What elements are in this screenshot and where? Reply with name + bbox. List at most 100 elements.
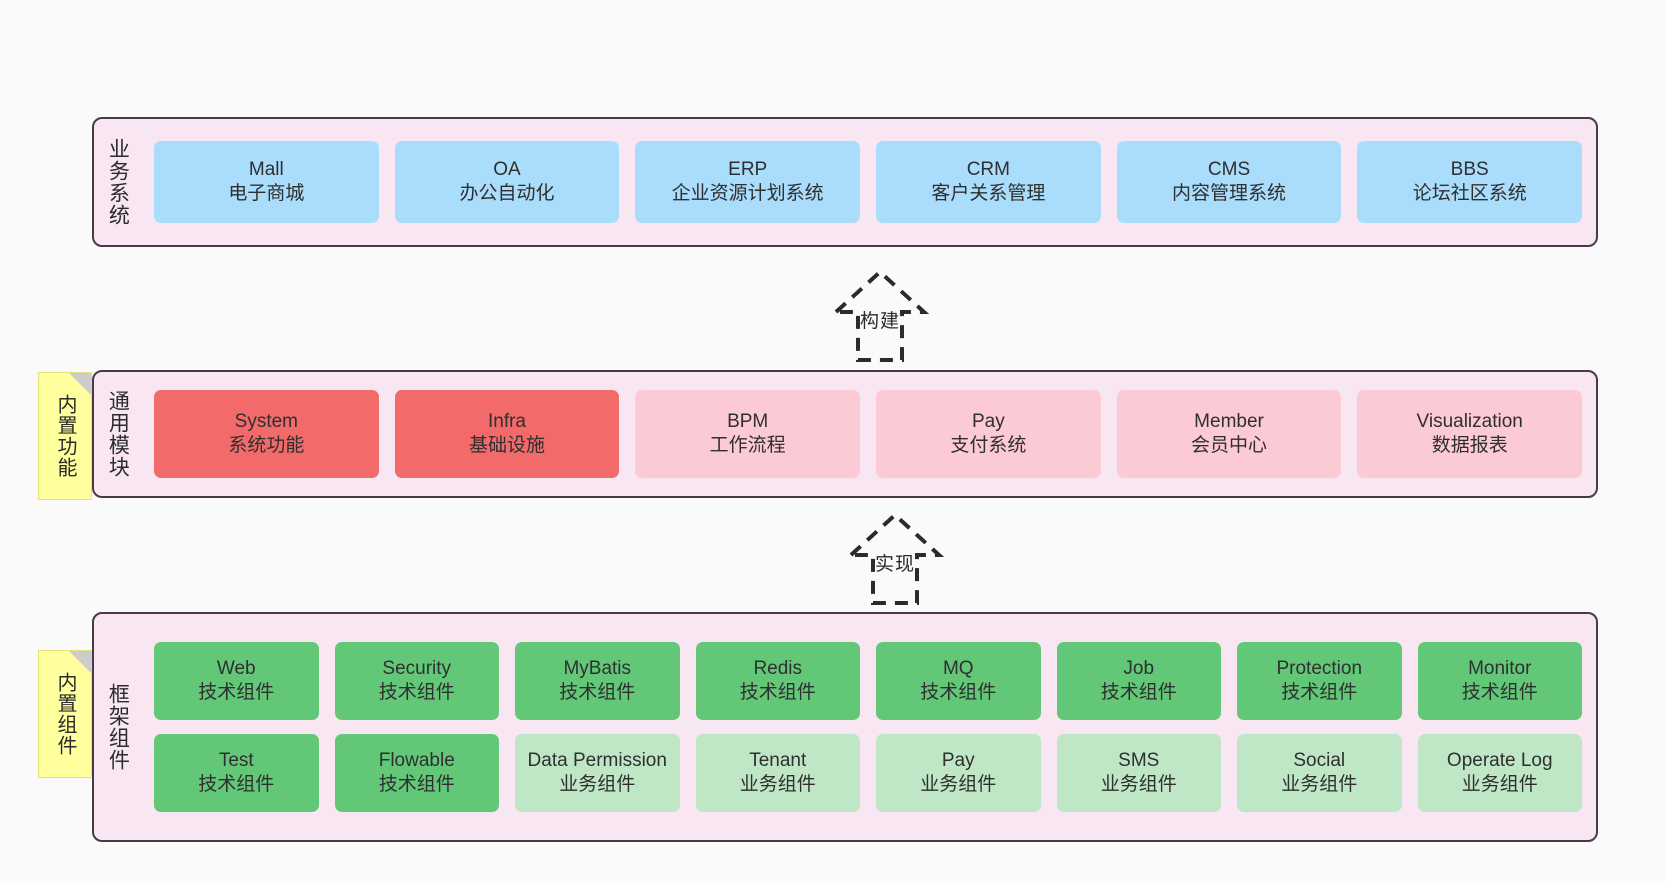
card-title: Visualization xyxy=(1416,411,1523,433)
card-subtitle: 技术组件 xyxy=(739,682,816,703)
layer-business-systems: 业务系统 Mall 电子商城 OA 办公自动化 ERP 企业资源计划系统 CRM… xyxy=(92,117,1598,247)
card-bpm[interactable]: BPM 工作流程 xyxy=(635,390,861,478)
card-subtitle: 客户关系管理 xyxy=(931,183,1046,204)
card-subtitle: 技术组件 xyxy=(559,682,636,703)
card-subtitle: 业务组件 xyxy=(1461,774,1538,795)
card-flowable[interactable]: Flowable 技术组件 xyxy=(334,734,499,812)
card-title: BBS xyxy=(1450,159,1489,181)
card-subtitle: 论坛社区系统 xyxy=(1412,183,1527,204)
framework-row-technical: Web 技术组件 Security 技术组件 MyBatis 技术组件 Redi… xyxy=(154,642,1582,720)
card-subtitle: 业务组件 xyxy=(1281,774,1358,795)
card-member[interactable]: Member 会员中心 xyxy=(1116,390,1342,478)
connector-implement: 实现 xyxy=(805,505,985,609)
card-title: Mall xyxy=(248,159,284,181)
card-subtitle: 技术组件 xyxy=(198,774,275,795)
card-erp[interactable]: ERP 企业资源计划系统 xyxy=(635,141,861,223)
card-test[interactable]: Test 技术组件 xyxy=(154,734,319,812)
layer-framework-components: 框架组件 Web 技术组件 Security 技术组件 MyBatis 技术组件… xyxy=(92,612,1598,842)
dashed-arrow-up-icon xyxy=(845,512,945,605)
card-subtitle: 企业资源计划系统 xyxy=(671,183,824,204)
card-subtitle: 技术组件 xyxy=(920,682,997,703)
card-subtitle: 技术组件 xyxy=(198,682,275,703)
card-mq[interactable]: MQ 技术组件 xyxy=(876,642,1041,720)
card-sms[interactable]: SMS 业务组件 xyxy=(1056,734,1221,812)
card-title: Operate Log xyxy=(1446,750,1553,772)
layer-modules-cards: System 系统功能 Infra 基础设施 BPM 工作流程 Pay 支付系统… xyxy=(140,372,1596,496)
layer-modules-title: 通用模块 xyxy=(106,390,130,478)
card-oa[interactable]: OA 办公自动化 xyxy=(394,141,620,223)
card-title: CMS xyxy=(1207,159,1251,181)
card-title: Protection xyxy=(1276,658,1363,680)
card-subtitle: 数据报表 xyxy=(1431,435,1508,456)
card-crm[interactable]: CRM 客户关系管理 xyxy=(876,141,1101,223)
dashed-arrow-up-icon xyxy=(830,269,930,362)
card-web[interactable]: Web 技术组件 xyxy=(154,642,319,720)
card-title: Flowable xyxy=(378,750,455,772)
card-title: CRM xyxy=(966,159,1010,181)
card-title: SMS xyxy=(1118,750,1160,772)
framework-row-business: Test 技术组件 Flowable 技术组件 Data Permission … xyxy=(154,734,1582,812)
card-subtitle: 支付系统 xyxy=(950,435,1027,456)
card-security[interactable]: Security 技术组件 xyxy=(334,642,499,720)
layer-framework-title: 框架组件 xyxy=(106,683,130,771)
card-subtitle: 会员中心 xyxy=(1191,435,1268,456)
card-title: ERP xyxy=(728,159,768,181)
connector-build: 构建 xyxy=(790,262,970,366)
card-subtitle: 技术组件 xyxy=(1281,682,1358,703)
card-cms[interactable]: CMS 内容管理系统 xyxy=(1116,141,1342,223)
card-title: Infra xyxy=(487,411,527,433)
card-title: Tenant xyxy=(749,750,807,772)
card-subtitle: 基础设施 xyxy=(469,435,546,456)
sticky-label: 内置组件 xyxy=(54,672,76,756)
card-system[interactable]: System 系统功能 xyxy=(154,390,379,478)
card-pay-module[interactable]: Pay 支付系统 xyxy=(876,390,1101,478)
card-operate-log[interactable]: Operate Log 业务组件 xyxy=(1417,734,1582,812)
card-bbs[interactable]: BBS 论坛社区系统 xyxy=(1357,141,1583,223)
card-title: Social xyxy=(1293,750,1346,772)
card-subtitle: 业务组件 xyxy=(559,774,636,795)
card-subtitle: 电子商城 xyxy=(228,183,305,204)
card-title: OA xyxy=(493,159,521,181)
card-protection[interactable]: Protection 技术组件 xyxy=(1237,642,1402,720)
card-pay-component[interactable]: Pay 业务组件 xyxy=(876,734,1041,812)
card-visualization[interactable]: Visualization 数据报表 xyxy=(1357,390,1583,478)
card-monitor[interactable]: Monitor 技术组件 xyxy=(1417,642,1582,720)
card-social[interactable]: Social 业务组件 xyxy=(1237,734,1402,812)
card-subtitle: 业务组件 xyxy=(1100,774,1177,795)
card-title: Pay xyxy=(941,750,975,772)
layer-common-modules: 通用模块 System 系统功能 Infra 基础设施 BPM 工作流程 Pay… xyxy=(92,370,1598,498)
card-title: Test xyxy=(218,750,254,772)
card-subtitle: 系统功能 xyxy=(228,435,305,456)
card-title: Data Permission xyxy=(527,750,667,772)
card-subtitle: 工作流程 xyxy=(709,435,786,456)
card-mybatis[interactable]: MyBatis 技术组件 xyxy=(515,642,680,720)
card-title: Monitor xyxy=(1468,658,1532,680)
layer-business-title: 业务系统 xyxy=(106,138,130,226)
card-subtitle: 技术组件 xyxy=(378,682,455,703)
connector-implement-label: 实现 xyxy=(874,554,915,575)
card-title: MQ xyxy=(942,658,974,680)
card-redis[interactable]: Redis 技术组件 xyxy=(695,642,860,720)
card-title: Security xyxy=(382,658,452,680)
card-subtitle: 技术组件 xyxy=(1100,682,1177,703)
card-subtitle: 业务组件 xyxy=(920,774,997,795)
card-title: BPM xyxy=(727,411,769,433)
connector-build-label: 构建 xyxy=(859,311,900,332)
card-tenant[interactable]: Tenant 业务组件 xyxy=(695,734,860,812)
card-mall[interactable]: Mall 电子商城 xyxy=(154,141,379,223)
sticky-note-builtin-features: 内置功能 xyxy=(38,372,92,500)
card-job[interactable]: Job 技术组件 xyxy=(1056,642,1221,720)
card-title: Member xyxy=(1194,411,1264,433)
card-title: Pay xyxy=(971,411,1005,433)
sticky-note-builtin-components: 内置组件 xyxy=(38,650,92,778)
layer-business-cards: Mall 电子商城 OA 办公自动化 ERP 企业资源计划系统 CRM 客户关系… xyxy=(140,119,1596,245)
sticky-label: 内置功能 xyxy=(54,394,76,478)
card-subtitle: 内容管理系统 xyxy=(1172,183,1287,204)
card-data-permission[interactable]: Data Permission 业务组件 xyxy=(515,734,680,812)
card-infra[interactable]: Infra 基础设施 xyxy=(394,390,620,478)
layer-framework-cards: Web 技术组件 Security 技术组件 MyBatis 技术组件 Redi… xyxy=(140,614,1596,840)
card-subtitle: 办公自动化 xyxy=(459,183,555,204)
card-title: Redis xyxy=(753,658,803,680)
card-subtitle: 技术组件 xyxy=(378,774,455,795)
